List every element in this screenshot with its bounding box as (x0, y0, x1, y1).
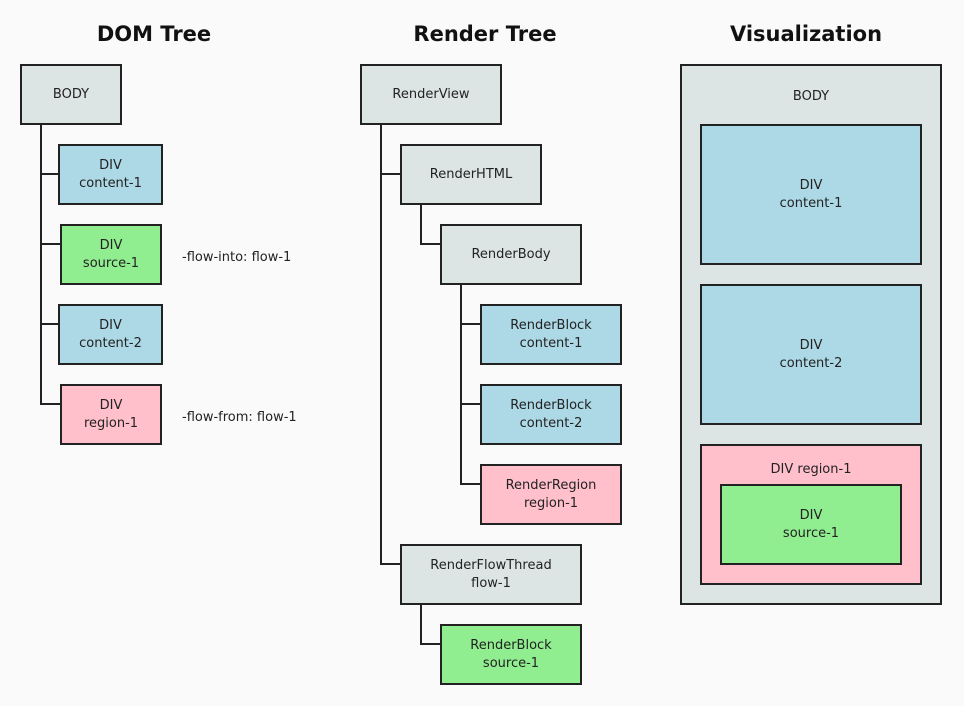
node-label: BODY (52, 86, 90, 102)
render-block-content-1: RenderBlock content-1 (480, 304, 622, 365)
dom-branch-line (40, 173, 60, 175)
dom-body-node: BODY (20, 64, 122, 125)
dom-div-content-2: DIV content-2 (58, 304, 163, 365)
render-branch-line (380, 563, 402, 565)
node-tag: DIV (99, 317, 122, 333)
visualization-heading: Visualization (729, 22, 883, 46)
node-tag: DIV (799, 337, 823, 353)
dom-tree-heading: DOM Tree (96, 22, 212, 46)
vis-div-content-2: DIV content-2 (700, 284, 922, 425)
vis-body-label: BODY (792, 89, 830, 104)
render-branch-line (420, 204, 422, 245)
node-id: source-1 (482, 655, 540, 671)
render-branch-line (460, 483, 482, 485)
node-id: source-1 (782, 525, 840, 541)
dom-trunk-line (40, 124, 42, 405)
node-id: content-2 (519, 415, 583, 431)
render-body-node: RenderBody (440, 224, 582, 285)
dom-branch-line (40, 403, 62, 405)
dom-div-region-1: DIV region-1 (60, 384, 162, 445)
render-branch-line (460, 323, 482, 325)
node-id: content-1 (779, 195, 843, 211)
node-label: RenderBody (471, 246, 551, 262)
render-flow-thread-node: RenderFlowThread flow-1 (400, 544, 582, 605)
node-tag: DIV (799, 177, 823, 193)
vis-region-label: DIV region-1 (770, 462, 852, 477)
node-label: RenderBlock (510, 397, 592, 413)
render-branch-line (420, 243, 442, 245)
node-label: RenderRegion (505, 477, 597, 493)
node-id: flow-1 (471, 575, 511, 591)
node-label: RenderView (392, 86, 470, 102)
node-tag: DIV (99, 157, 122, 173)
dom-div-content-1: DIV content-1 (58, 144, 163, 205)
render-region-region-1: RenderRegion region-1 (480, 464, 622, 525)
node-id: region-1 (523, 495, 579, 511)
node-id: content-2 (779, 355, 843, 371)
dom-branch-line (40, 323, 60, 325)
flow-into-note: -flow-into: flow-1 (182, 250, 292, 265)
render-branch-line (460, 284, 462, 485)
node-tag: DIV (799, 507, 823, 523)
dom-branch-line (40, 243, 62, 245)
render-branch-line (420, 604, 422, 645)
node-id: content-2 (79, 335, 142, 351)
flow-from-note: -flow-from: flow-1 (182, 410, 297, 425)
render-trunk-line (380, 124, 382, 565)
node-label: RenderFlowThread (430, 557, 552, 573)
dom-div-source-1: DIV source-1 (60, 224, 162, 285)
vis-div-source-1: DIV source-1 (720, 484, 902, 565)
node-label: RenderBlock (510, 317, 592, 333)
node-id: content-1 (519, 335, 583, 351)
node-tag: DIV (99, 397, 123, 413)
node-id: region-1 (83, 415, 139, 431)
render-block-source-1: RenderBlock source-1 (440, 624, 582, 685)
node-tag: DIV (99, 237, 123, 253)
node-label: RenderHTML (429, 166, 513, 182)
render-branch-line (420, 643, 442, 645)
node-id: source-1 (82, 255, 140, 271)
render-block-content-2: RenderBlock content-2 (480, 384, 622, 445)
render-branch-line (460, 403, 482, 405)
render-branch-line (380, 173, 402, 175)
vis-div-content-1: DIV content-1 (700, 124, 922, 265)
render-tree-heading: Render Tree (413, 22, 557, 46)
node-label: RenderBlock (470, 637, 552, 653)
node-id: content-1 (79, 175, 142, 191)
render-view-node: RenderView (360, 64, 502, 125)
render-html-node: RenderHTML (400, 144, 542, 205)
